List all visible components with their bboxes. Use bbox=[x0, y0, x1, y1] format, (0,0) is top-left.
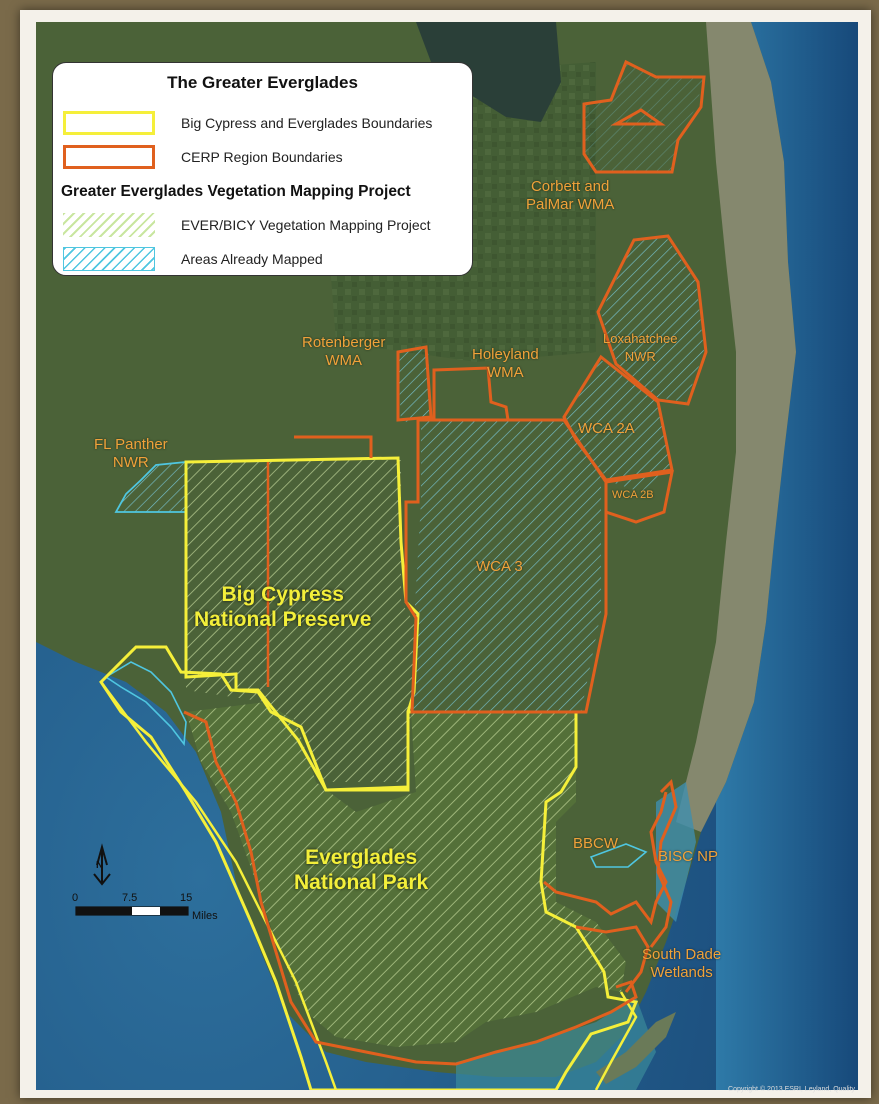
legend-subtitle: Greater Everglades Vegetation Mapping Pr… bbox=[61, 183, 411, 200]
urban-coast bbox=[676, 22, 796, 832]
legend-swatch-green bbox=[63, 213, 155, 237]
label-holeyland: Holeyland WMA bbox=[472, 346, 539, 381]
label-rotenberger: Rotenberger WMA bbox=[302, 334, 386, 369]
ever-hatch bbox=[186, 702, 626, 1047]
label-wca3: WCA 3 bbox=[476, 558, 523, 575]
scale-tick-1: 7.5 bbox=[122, 892, 138, 904]
everglades-cerp-boundary bbox=[183, 710, 638, 1066]
label-south-dade: South Dade Wetlands bbox=[642, 946, 722, 981]
land-mass bbox=[36, 22, 796, 1077]
legend-panel: The Greater Everglades Big Cypress and E… bbox=[52, 62, 473, 276]
mapped-panther bbox=[116, 462, 186, 512]
lake-okeechobee bbox=[416, 22, 561, 122]
legend-title: The Greater Everglades bbox=[167, 73, 358, 92]
label-loxahatchee: Loxahatchee NWR bbox=[603, 331, 678, 364]
scale-unit: Miles bbox=[192, 910, 218, 922]
bbcw-boundary bbox=[543, 791, 668, 926]
label-wca2b: WCA 2B bbox=[612, 489, 654, 501]
label-corbett: Corbett and PalMar WMA bbox=[526, 178, 615, 213]
bisc-boundary bbox=[649, 778, 678, 948]
everglades-coast-line bbox=[100, 681, 338, 1090]
legend-swatch-orange bbox=[63, 145, 155, 169]
scale-bar bbox=[75, 906, 189, 916]
coastal-mapped-boundary bbox=[104, 661, 187, 747]
legend-label-ever-bicy: EVER/BICY Vegetation Mapping Project bbox=[181, 217, 431, 233]
label-bbcw: BBCW bbox=[573, 835, 618, 852]
rotenberger-boundary bbox=[396, 345, 433, 422]
label-wca2a: WCA 2A bbox=[578, 420, 635, 437]
south-dade-boundary bbox=[575, 925, 650, 993]
map-canvas[interactable]: N The Greater Everglades Big Cypress and… bbox=[36, 22, 858, 1090]
map-copyright: Copyright © 2013 ESRI, Leyland, Quality bbox=[728, 1086, 855, 1093]
label-bisc: BISC NP bbox=[658, 848, 719, 865]
mapped-loxahatchee bbox=[601, 237, 704, 402]
legend-label-boundaries: Big Cypress and Everglades Boundaries bbox=[181, 115, 433, 131]
loxahatchee-boundary bbox=[596, 234, 708, 406]
scale-tick-2: 15 bbox=[180, 892, 193, 904]
mapped-rotenberger bbox=[398, 347, 446, 422]
legend-swatch-cyan bbox=[63, 247, 155, 271]
label-everglades: Everglades National Park bbox=[294, 846, 429, 894]
everglades-boundary bbox=[99, 645, 639, 1090]
wca3-boundary bbox=[404, 418, 608, 714]
mapped-corbett bbox=[584, 62, 704, 172]
legend-swatch-yellow bbox=[63, 111, 155, 135]
svg-text:N: N bbox=[96, 860, 103, 871]
label-panther: FL Panther NWR bbox=[94, 436, 168, 471]
bbcw-mapped-boundary bbox=[589, 843, 648, 868]
bicy-hatch bbox=[186, 460, 414, 782]
label-big-cypress: Big Cypress National Preserve bbox=[194, 583, 372, 631]
legend-label-cerp: CERP Region Boundaries bbox=[181, 149, 343, 165]
corbett-boundary bbox=[582, 59, 706, 174]
mapped-wca3 bbox=[411, 420, 601, 712]
keys-islands bbox=[596, 1012, 676, 1084]
north-arrow-icon: N bbox=[93, 843, 111, 886]
north-strip-boundary bbox=[294, 435, 373, 458]
scale-tick-0: 0 bbox=[72, 892, 79, 904]
legend-label-mapped: Areas Already Mapped bbox=[181, 251, 323, 267]
keys-boundary bbox=[594, 991, 638, 1090]
